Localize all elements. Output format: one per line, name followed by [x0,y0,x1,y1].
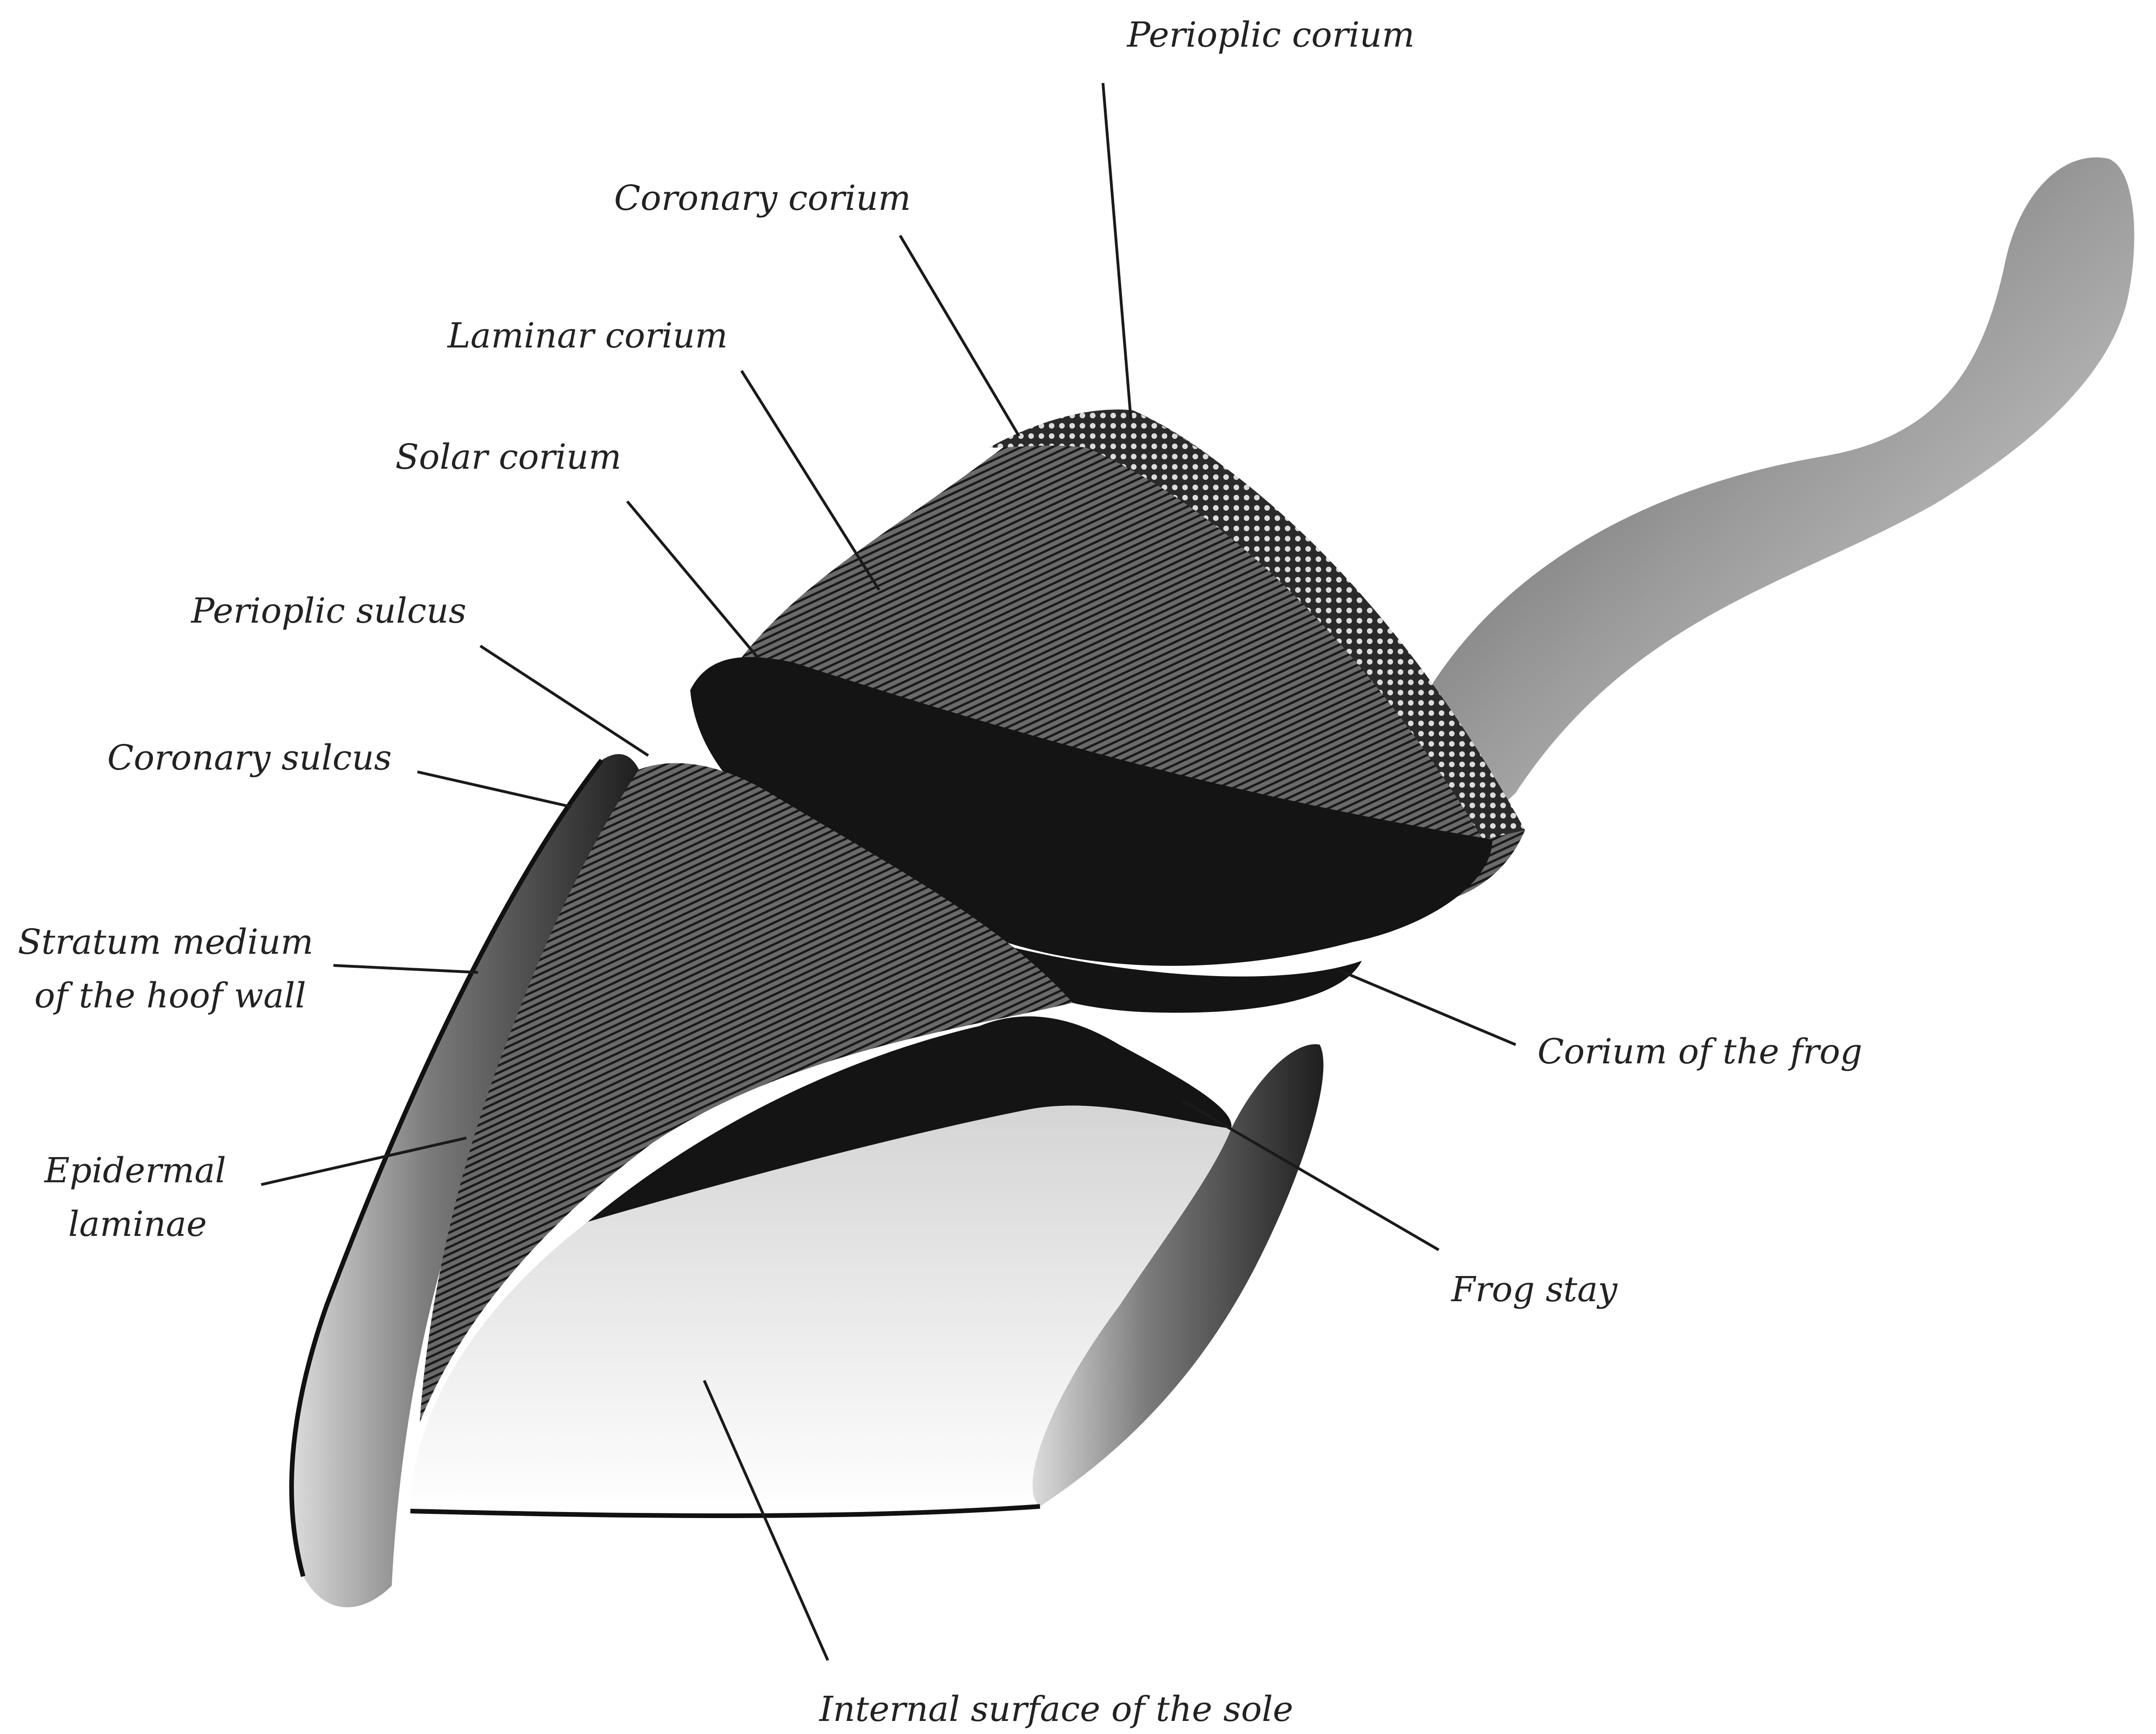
leader-laminar-corium [742,371,879,590]
label-stratum-medium-line1: Stratum medium [18,922,313,962]
leader-coronary-sulcus [417,772,571,807]
leader-perioplic-corium [1103,83,1131,420]
label-corium-of-the-frog: Corium of the frog [1538,1032,1862,1072]
label-internal-surface-of-the-sole: Internal surface of the sole [818,1689,1293,1729]
label-solar-corium: Solar corium [395,437,622,477]
leader-perioplic-sulcus [480,646,648,756]
leader-stratum-medium [333,965,478,972]
leader-corium-of-the-frog [1338,970,1516,1045]
label-coronary-sulcus: Coronary sulcus [107,738,392,778]
label-perioplic-sulcus: Perioplic sulcus [190,591,466,631]
label-epidermal-laminae-line2: laminae [68,1204,207,1244]
label-coronary-corium: Coronary corium [614,178,911,218]
label-stratum-medium-line2: of the hoof wall [35,976,306,1016]
label-laminar-corium: Laminar corium [447,316,728,356]
label-frog-stay: Frog stay [1450,1269,1618,1310]
leader-coronary-corium [900,236,1019,436]
pastern-skin [1399,157,2134,820]
leader-solar-corium [627,501,758,658]
label-perioplic-corium: Perioplic corium [1126,15,1414,55]
label-epidermal-laminae-line1: Epidermal [43,1151,226,1191]
